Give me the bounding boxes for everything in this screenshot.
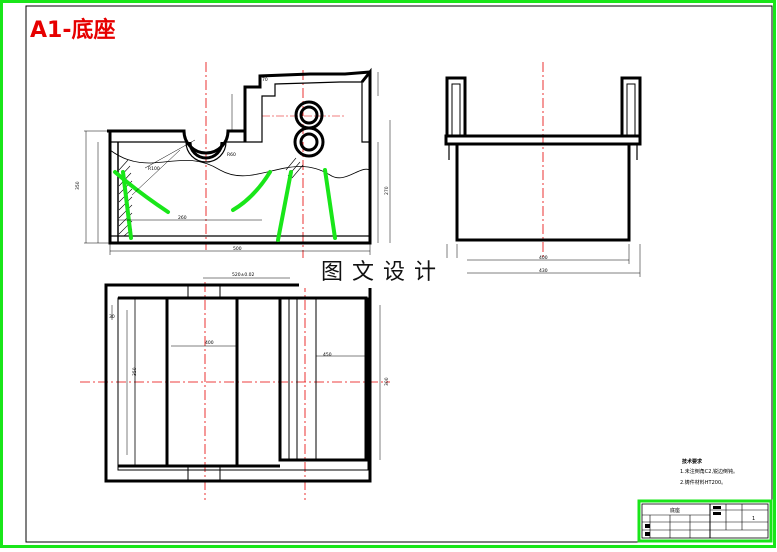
inner-frame [25,5,773,543]
title-block-qty: 1 [752,516,755,522]
dim-front-width: 500 [233,246,242,252]
notes-heading: 技术要求 [682,459,703,465]
dim-top-offset: 70 [262,77,268,83]
dim-radius-large: R60 [227,152,236,158]
dim-radius-small: R100 [148,166,160,172]
title-block: 底座 1 [637,499,773,543]
watermark-text: 图文设计 [299,258,467,288]
dim-top-small: 30 [109,314,115,320]
side-view: 400 430 [444,62,642,277]
title-block-name: 底座 [670,507,680,514]
dim-top-span: 520±0.02 [232,272,255,278]
dim-front-height: 350 [75,181,81,190]
dim-side-total: 430 [539,268,548,274]
dim-top-left: 350 [132,367,138,376]
front-view: 350 260 500 R100 R60 270 70 [75,62,391,260]
dim-top-height: 300 [384,377,390,386]
top-view: 520±0.02 400 450 350 300 30 [80,272,390,500]
dim-top-mid: 400 [205,340,214,346]
dim-side-width: 400 [539,255,548,261]
notes-line-1: 1.未注倒角C2,锐边倒钝。 [680,469,739,475]
dim-height-right: 270 [384,186,390,195]
dim-front-inner: 260 [178,215,187,221]
dim-top-right: 450 [323,352,332,358]
notes-line-2: 2.铸件材料HT200。 [680,480,727,486]
drawing-title: A1-底座 [30,18,116,43]
